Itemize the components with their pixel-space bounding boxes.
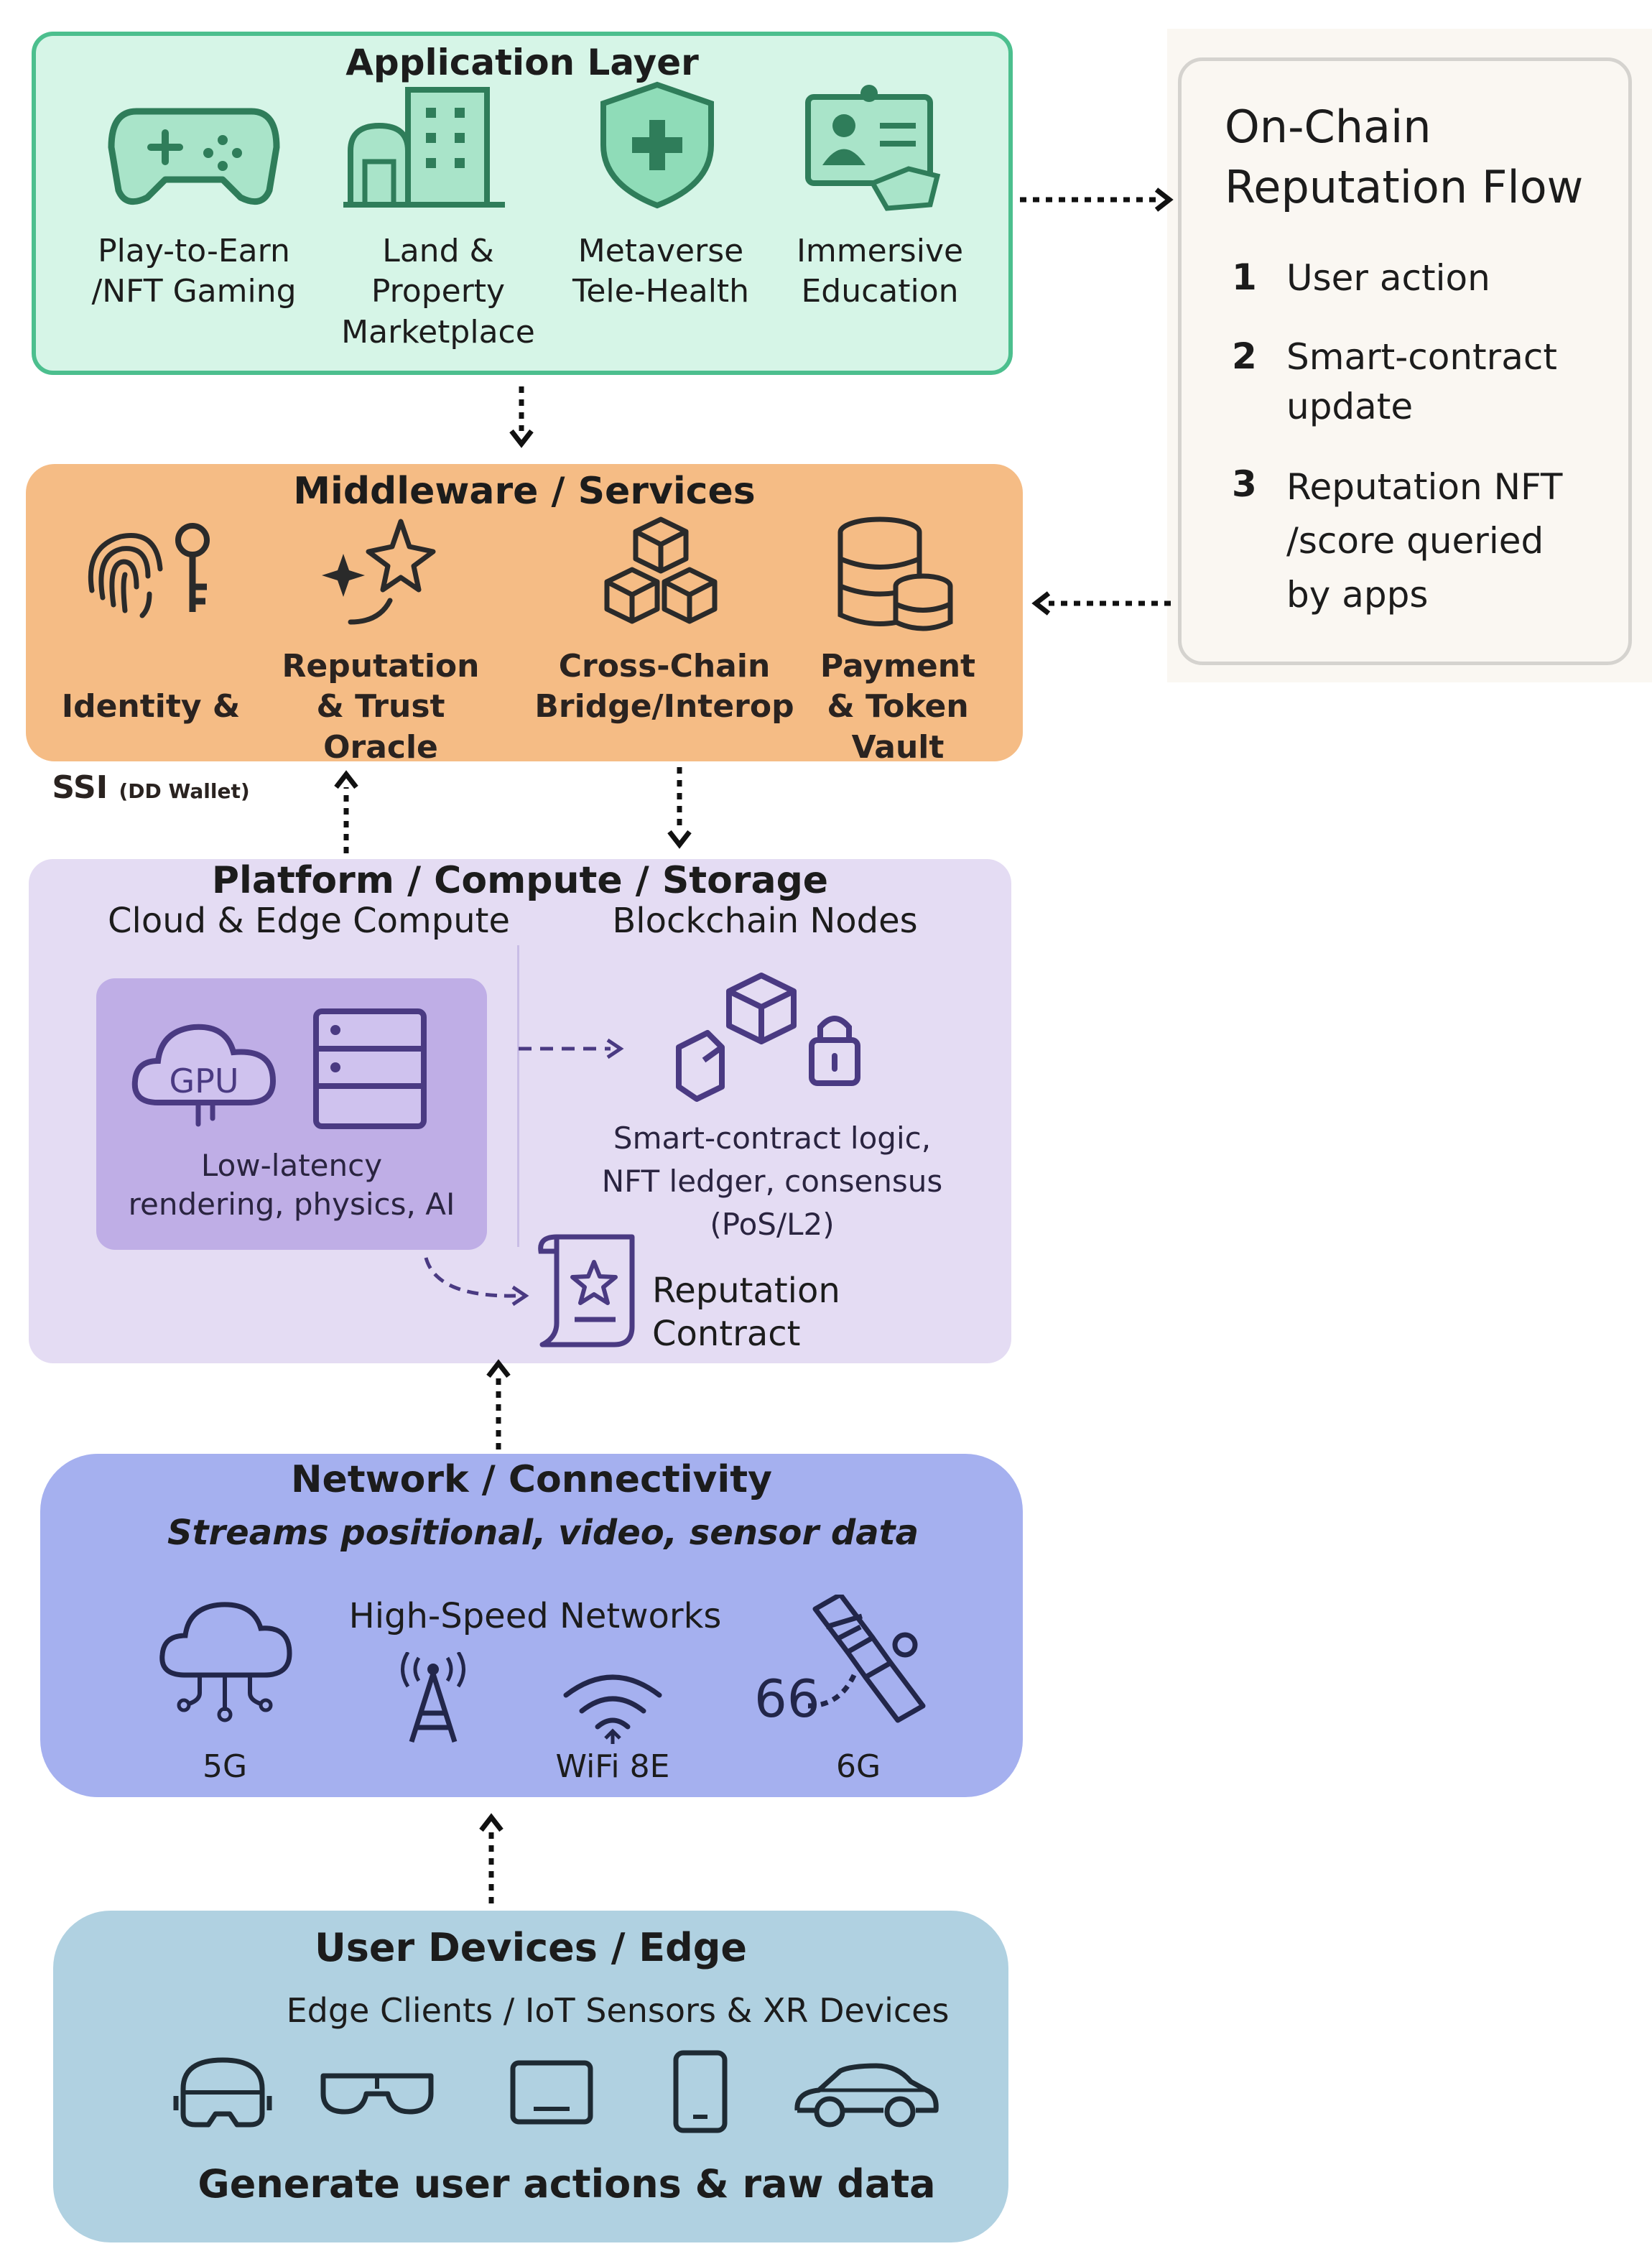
arrow-devices-to-network	[479, 1813, 504, 1903]
app-item-label-telehealth: Metaverse Tele-Health	[572, 233, 750, 310]
network-label-6g: 6G	[835, 1748, 881, 1785]
fingerprint-key-icon	[88, 523, 210, 618]
antenna-tower-icon	[401, 1652, 465, 1743]
mw-identity-line1: Identity &	[61, 688, 241, 725]
vr-headset-icon	[173, 2057, 272, 2128]
network-label-5g: 5G	[202, 1748, 248, 1785]
blockchain-lock-icon	[676, 973, 860, 1102]
scroll-contract-icon	[538, 1234, 635, 1347]
gpu-text: GPU	[169, 1062, 238, 1100]
smartphone-icon	[673, 2050, 728, 2133]
application-layer-panel: Application Layer	[32, 32, 1013, 375]
flow-step-text-2: Smart-contract update	[1286, 336, 1557, 427]
app-item-label-gaming: Play-to-Earn /NFT Gaming	[91, 233, 297, 310]
arrow-middleware-to-platform	[667, 767, 692, 849]
middleware-title: Middleware / Services	[293, 470, 756, 513]
car-icon	[794, 2063, 939, 2128]
arrow-platform-to-middleware	[334, 770, 358, 853]
app-item-label-land: Land & Property Marketplace	[341, 233, 535, 351]
flow-step-num-1: 1	[1232, 256, 1257, 298]
devices-footer: Generate user actions & raw data	[198, 2161, 936, 2207]
mw-item-label-bridge: Cross-Chain Bridge/Interop	[534, 648, 794, 725]
mw-item-label-reputation: Reputation & Trust Oracle	[282, 648, 480, 766]
platform-left-heading: Cloud & Edge Compute	[108, 901, 510, 941]
devices-title: User Devices / Edge	[314, 1925, 748, 1970]
reputation-flow-panel: On-Chain Reputation Flow 1 User action 2…	[1178, 57, 1632, 665]
cubes-icon	[604, 516, 718, 624]
server-rack-icon	[313, 1008, 427, 1129]
flow-step-text-1: User action	[1286, 257, 1490, 299]
network-subtitle: Streams positional, video, sensor data	[167, 1513, 919, 1553]
platform-right-heading: Blockchain Nodes	[612, 901, 918, 941]
platform-title: Platform / Compute / Storage	[211, 859, 829, 902]
network-heading: High-Speed Networks	[348, 1596, 722, 1636]
gamepad-icon	[108, 108, 280, 205]
arrow-compute-to-nodes	[519, 1038, 624, 1059]
cloud-network-icon	[159, 1602, 292, 1722]
devices-panel: User Devices / Edge	[53, 1911, 1008, 2242]
mw-identity-wallet: (DD Wallet)	[119, 779, 250, 803]
id-card-book-icon	[805, 85, 941, 211]
arrow-flow-to-middleware	[1031, 591, 1171, 616]
arrow-app-to-flow	[1020, 187, 1174, 212]
mw-identity-line2: SSI (DD Wallet)	[50, 768, 251, 808]
devices-subtitle: Edge Clients / IoT Sensors & XR Devices	[286, 1991, 950, 2030]
network-title: Network / Connectivity	[290, 1458, 772, 1501]
platform-divider	[517, 945, 519, 1247]
arrow-network-to-platform	[486, 1359, 511, 1449]
mw-identity-ssi: SSI	[52, 769, 108, 806]
medical-shield-icon	[600, 81, 714, 209]
tablet-icon	[510, 2060, 593, 2125]
mw-item-label-identity: Identity & SSI (DD Wallet)	[50, 646, 251, 849]
ar-glasses-icon	[320, 2073, 434, 2115]
flow-step-text-3: Reputation NFT /score queried by apps	[1286, 466, 1563, 616]
flow-step-num-2: 2	[1232, 335, 1257, 377]
compute-label: Low-latency rendering, physics, AI	[128, 1148, 455, 1222]
wifi-icon	[563, 1674, 662, 1744]
flow-step-num-3: 3	[1232, 463, 1257, 505]
arrow-app-to-middleware	[509, 386, 534, 448]
contract-label: Reputation Contract	[652, 1271, 840, 1354]
satellite-icon: 66	[754, 1595, 926, 1729]
coin-stack-icon	[837, 516, 953, 631]
sparkle-stars-icon	[322, 519, 436, 625]
arrow-compute-to-contract	[424, 1257, 529, 1307]
mw-item-label-payment: Payment & Token Vault	[820, 648, 976, 766]
reputation-flow-title: On-Chain Reputation Flow	[1225, 101, 1584, 213]
nodes-label: Smart-contract logic, NFT ledger, consen…	[601, 1121, 943, 1243]
satellite-66-text: 66	[754, 1669, 820, 1729]
buildings-icon	[343, 87, 505, 208]
gpu-cloud-icon: GPU	[131, 1024, 277, 1127]
app-item-label-education: Immersive Education	[796, 233, 964, 310]
application-layer-title: Application Layer	[345, 42, 699, 83]
network-label-wifi: WiFi 8E	[555, 1748, 670, 1785]
